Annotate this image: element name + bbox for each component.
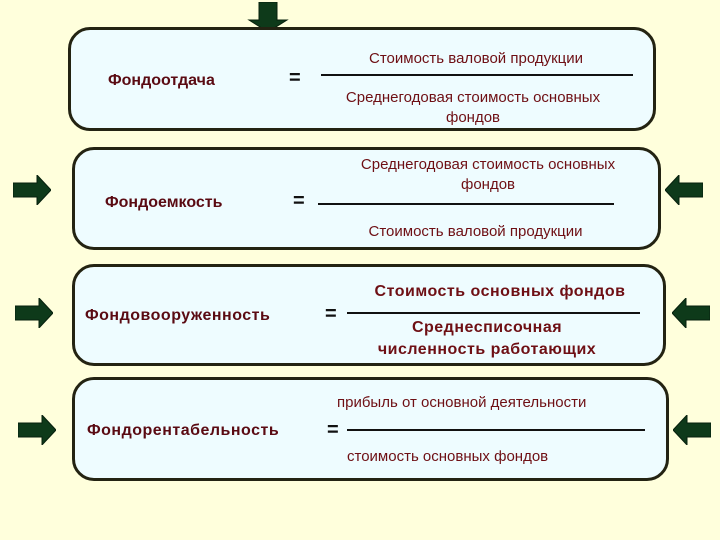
formula-box-fondovooruzhennost: Фондовооруженность = Стоимость основных …	[72, 264, 666, 366]
fraction-line	[347, 429, 645, 431]
arrow-right-icon	[18, 415, 56, 445]
formula-name: Фондовооруженность	[85, 307, 271, 324]
equals-sign: =	[289, 67, 301, 89]
formula-name: Фондоотдача	[108, 72, 215, 89]
numerator: Стоимость основных фондов	[374, 283, 626, 300]
formula-box-fondootdacha: Фондоотдача = Стоимость валовой продукци…	[68, 27, 656, 131]
denominator: Стоимость валовой продукции	[368, 223, 583, 240]
numerator: Стоимость валовой продукции	[369, 50, 583, 67]
arrow-left-icon	[673, 415, 711, 445]
denominator-line-2: численность работающих	[377, 341, 597, 358]
fraction-line	[318, 203, 614, 205]
denominator: стоимость основных фондов	[347, 448, 549, 465]
denominator-line-2: фондов	[445, 109, 501, 126]
arrow-right-icon	[15, 298, 53, 328]
equals-sign: =	[327, 419, 339, 441]
arrow-down-icon	[247, 2, 289, 32]
formula-name: Фондорентабельность	[87, 422, 280, 439]
numerator: прибыль от основной деятельности	[337, 394, 587, 411]
formula-box-fondorentabelnost: Фондорентабельность = прибыль от основно…	[72, 377, 669, 481]
numerator-line-1: Среднегодовая стоимость основных	[360, 156, 616, 173]
fraction-line	[321, 74, 633, 76]
arrow-left-icon	[665, 175, 703, 205]
denominator-line-1: Среднегодовая стоимость основных	[345, 89, 601, 106]
equals-sign: =	[325, 303, 337, 325]
equals-sign: =	[293, 190, 305, 212]
denominator-line-1: Среднесписочная	[411, 319, 563, 336]
fraction-line	[347, 312, 640, 314]
formula-name: Фондоемкость	[105, 194, 223, 211]
arrow-left-icon	[672, 298, 710, 328]
numerator-line-2: фондов	[460, 176, 516, 193]
arrow-right-icon	[13, 175, 51, 205]
formula-box-fondoemkost: Фондоемкость = Среднегодовая стоимость о…	[72, 147, 661, 250]
